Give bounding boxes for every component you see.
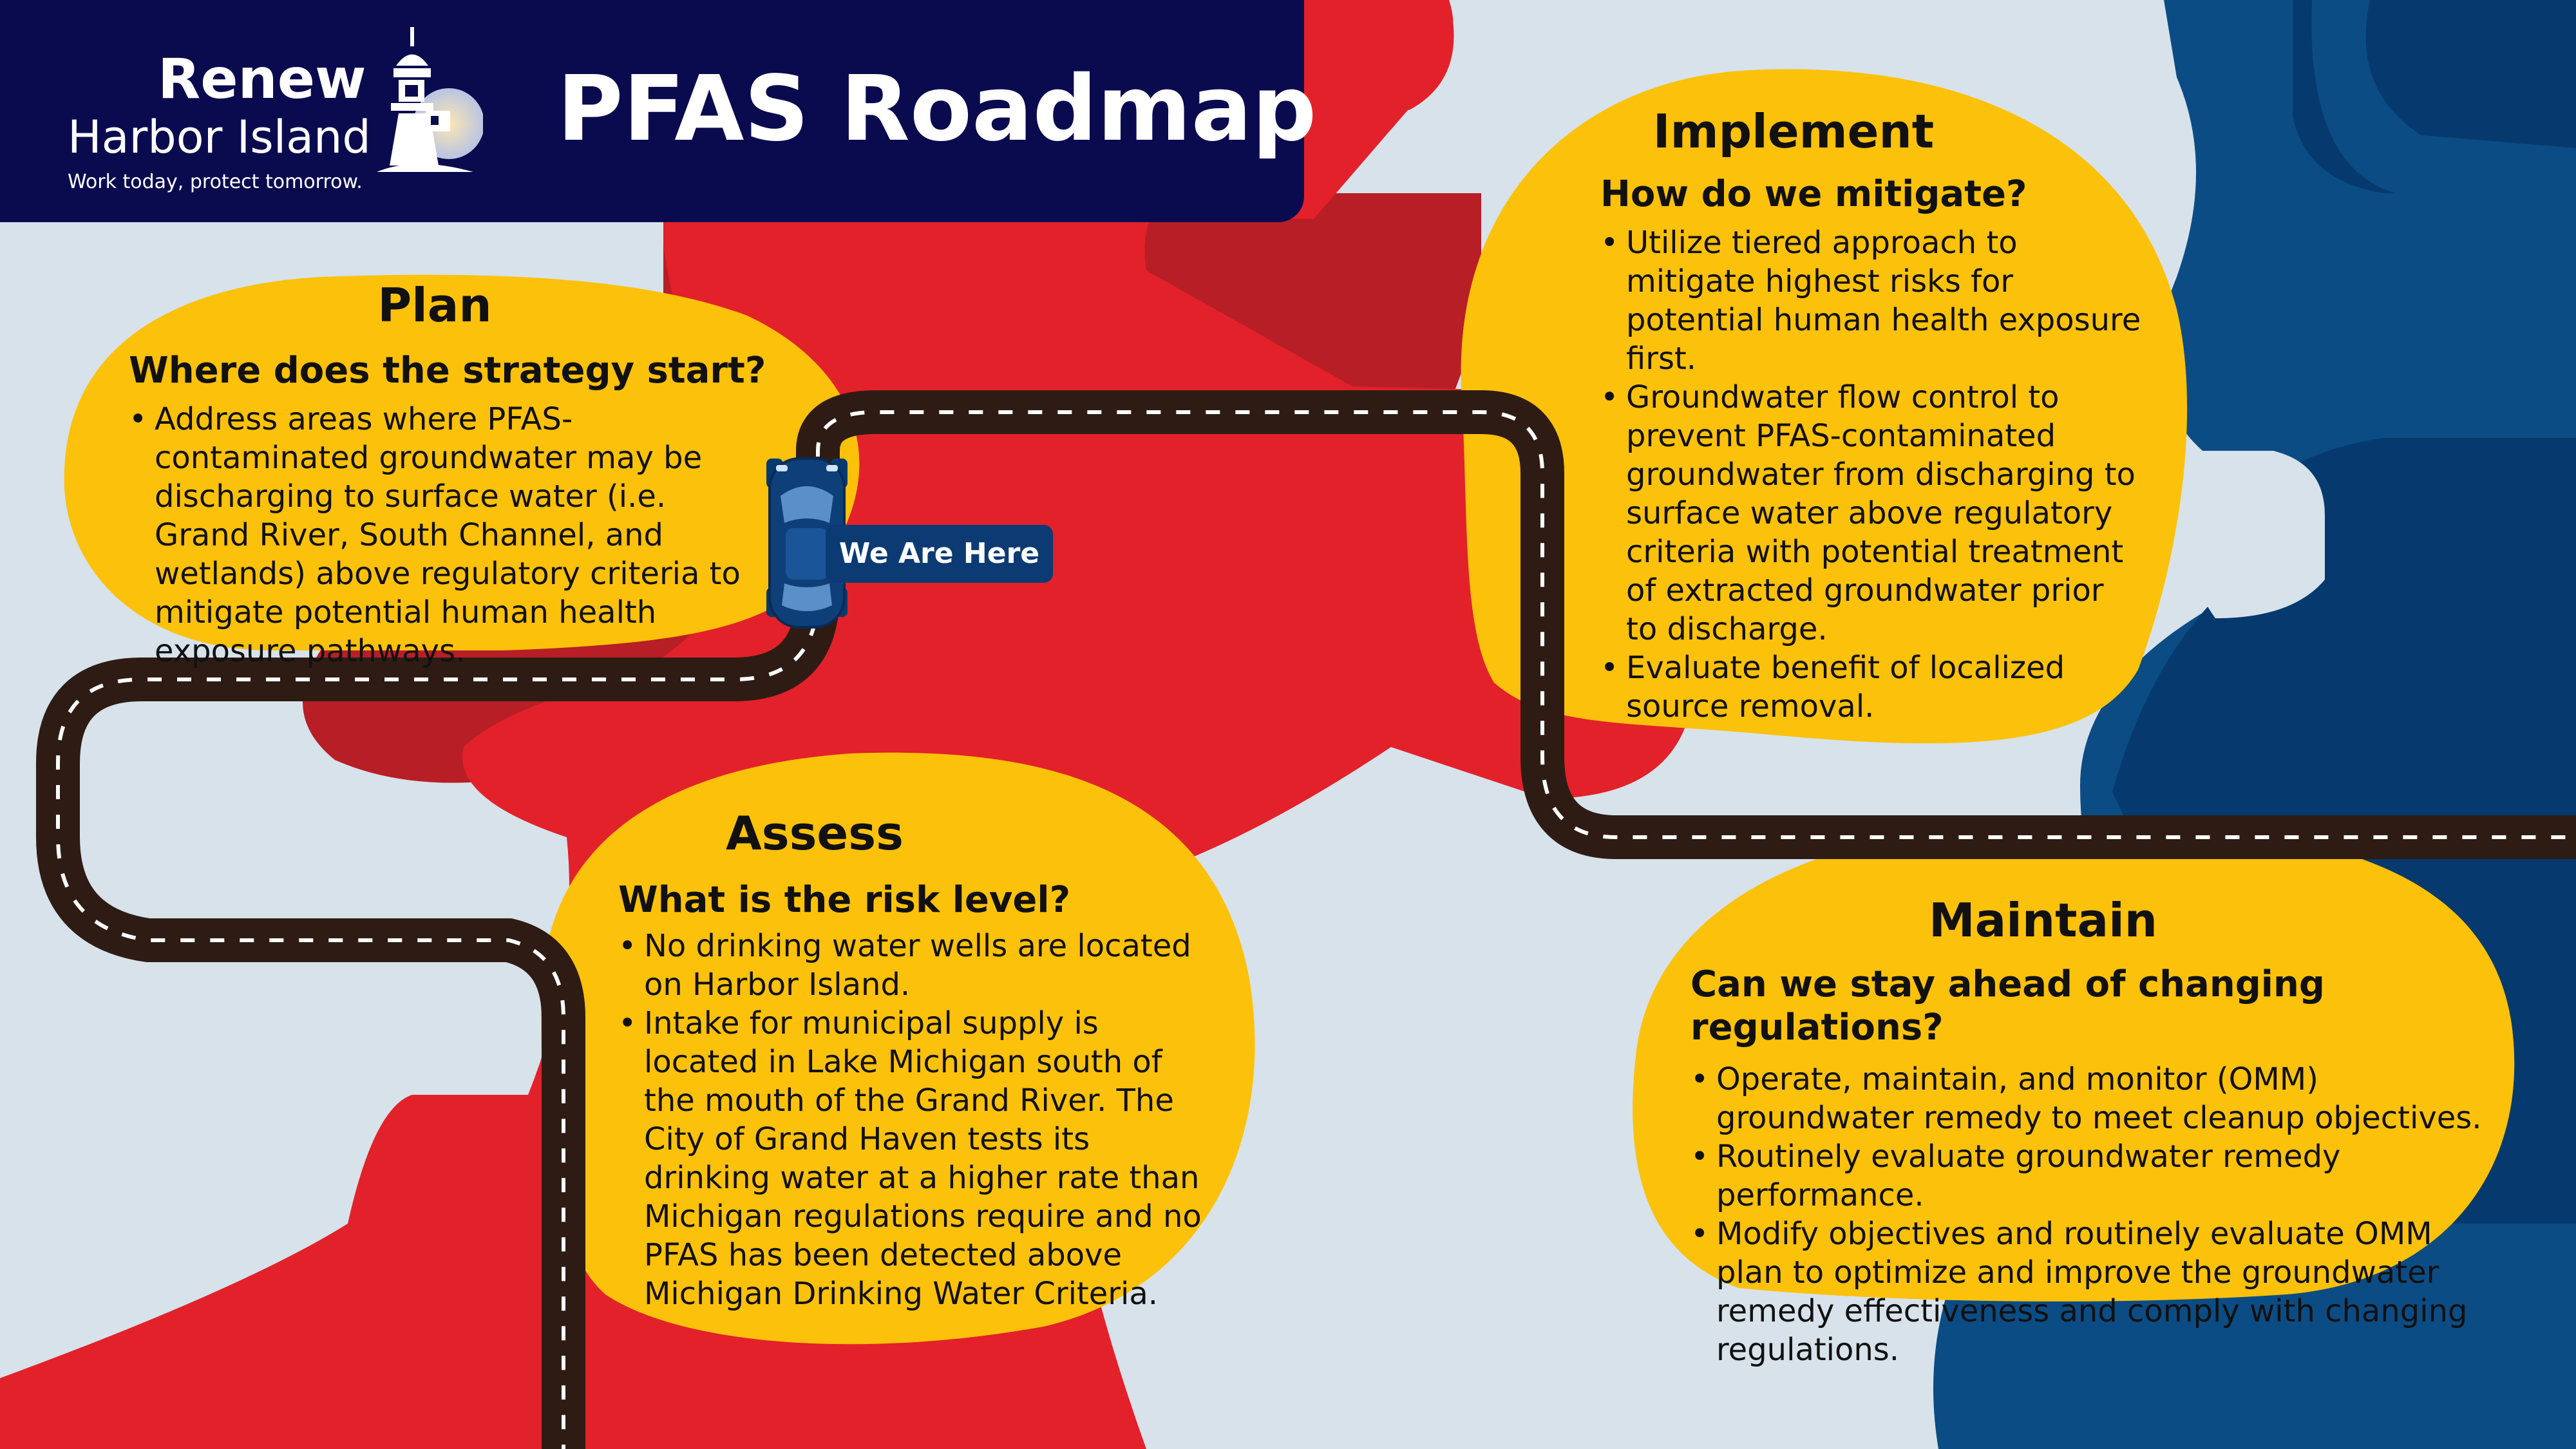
implement-title: Implement [1653,104,1935,158]
maintain-bullets: Operate, maintain, and monitor (OMM) gro… [1690,1060,2508,1369]
implement-bullet: Evaluate benefit of localized source rem… [1600,649,2141,726]
car-icon [766,457,848,629]
maintain-question: Can we stay ahead of changing regulation… [1690,963,2325,1049]
plan-bullets: Address areas where PFAS-contaminated gr… [129,400,766,670]
plan-question: Where does the strategy start? [129,350,766,392]
plan-bullet: Address areas where PFAS-contaminated gr… [129,400,766,670]
header-bar: Renew Harbor Island Work today, protect … [0,0,1316,222]
assess-card: Assess What is the risk level? No drinki… [618,808,1224,1313]
implement-bullets: Utilize tiered approach to mitigate high… [1600,223,2141,726]
assess-bullet: Intake for municipal supply is located i… [618,1004,1204,1313]
maintain-title: Maintain [1928,893,2158,947]
plan-card: Plan Where does the strategy start? Addr… [129,278,773,670]
tagline: Work today, protect tomorrow. [68,171,363,193]
implement-bullet: Groundwater flow control to prevent PFAS… [1600,378,2141,649]
assess-question: What is the risk level? [618,879,1071,922]
lighthouse-logo-icon [377,27,483,172]
assess-title: Assess [726,806,904,860]
we-are-here-badge: We Are Here [826,525,1053,583]
plan-title: Plan [377,278,492,332]
logo-subtitle: Harbor Island [68,111,371,164]
implement-question: How do we mitigate? [1600,173,2027,216]
logo-title: Renew [158,47,366,111]
implement-card: Implement How do we mitigate? Utilize ti… [1600,106,2148,726]
assess-bullets: No drinking water wells are located on H… [618,927,1204,1313]
maintain-bullet: Routinely evaluate groundwater remedy pe… [1690,1137,2508,1215]
assess-bullet: No drinking water wells are located on H… [618,927,1204,1004]
implement-bullet: Utilize tiered approach to mitigate high… [1600,223,2141,378]
page-title: PFAS Roadmap [557,57,1317,162]
maintain-bullet: Modify objectives and routinely evaluate… [1690,1215,2508,1369]
maintain-card: Maintain Can we stay ahead of changing r… [1690,895,2515,1369]
maintain-bullet: Operate, maintain, and monitor (OMM) gro… [1690,1060,2508,1137]
